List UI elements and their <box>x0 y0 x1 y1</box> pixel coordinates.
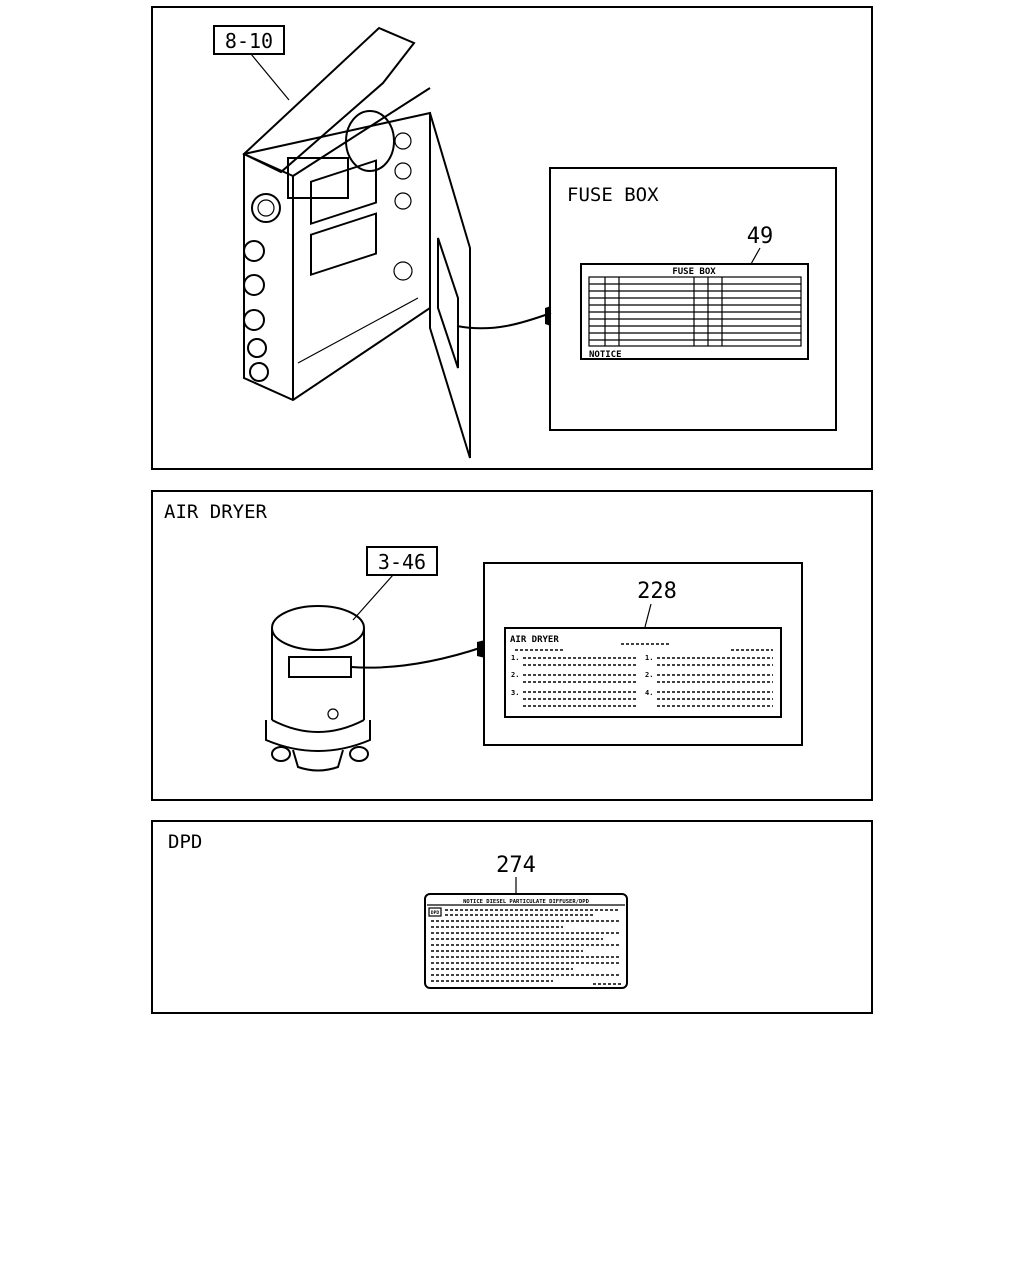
leader-line <box>250 53 290 101</box>
dpd-notice-label: NOTICE DIESEL PARTICULATE DIFFUSER/DPD D… <box>424 893 628 989</box>
label-title: AIR DRYER <box>510 635 559 645</box>
label-item-left-2: 2. <box>511 671 519 679</box>
callout-274: 274 <box>496 853 536 878</box>
part-ref-3-46: 3-46 <box>378 550 426 574</box>
part-ref-box <box>213 25 285 55</box>
label-notice: NOTICE <box>589 350 622 360</box>
air-dryer-drawing: AIR DRYER 3-46 228 AIR DRYER <box>164 501 803 772</box>
dpd-panel: DPD 274 NOTICE DIESEL PARTICULATE DIFFUS… <box>151 820 873 1014</box>
callout-49: 49 <box>747 224 774 249</box>
callout-leader <box>644 603 652 628</box>
section-title-air-dryer: AIR DRYER <box>164 501 268 523</box>
callout-228: 228 <box>637 579 677 604</box>
label-item-right-3: 4. <box>645 689 653 697</box>
air-dryer-inset <box>483 562 803 746</box>
dpd-badge <box>428 907 442 917</box>
dpd-badge-text: DPD <box>431 910 439 916</box>
air-dryer-illustration <box>265 605 485 772</box>
dpd-label-title: NOTICE DIESEL PARTICULATE DIFFUSER/DPD <box>463 899 590 905</box>
fuse-box-inset <box>549 167 837 431</box>
label-item-left-1: 1. <box>511 654 519 662</box>
fuse-box-drawing: 8-10 <box>213 25 837 459</box>
fuse-box-panel: 8-10 <box>151 6 873 470</box>
air-dryer-label: AIR DRYER 1. 2. 3. 1. 2. 4. <box>504 627 782 718</box>
label-item-left-3: 3. <box>511 689 519 697</box>
leader-line <box>352 574 394 621</box>
inset-title: FUSE BOX <box>567 184 659 206</box>
label-item-right-2: 2. <box>645 671 653 679</box>
part-ref-box <box>366 546 438 576</box>
fuse-box-label: FUSE BOX NOTICE <box>580 263 809 360</box>
callout-leader <box>750 247 761 265</box>
fuse-box-enclosure-illustration <box>242 26 552 459</box>
label-item-right-1: 1. <box>645 654 653 662</box>
dpd-drawing: DPD 274 NOTICE DIESEL PARTICULATE DIFFUS… <box>168 831 628 989</box>
label-title: FUSE BOX <box>672 267 716 277</box>
part-ref-8-10: 8-10 <box>225 29 273 53</box>
section-title-dpd: DPD <box>168 831 202 853</box>
air-dryer-panel: AIR DRYER 3-46 228 AIR DRYER <box>151 490 873 801</box>
